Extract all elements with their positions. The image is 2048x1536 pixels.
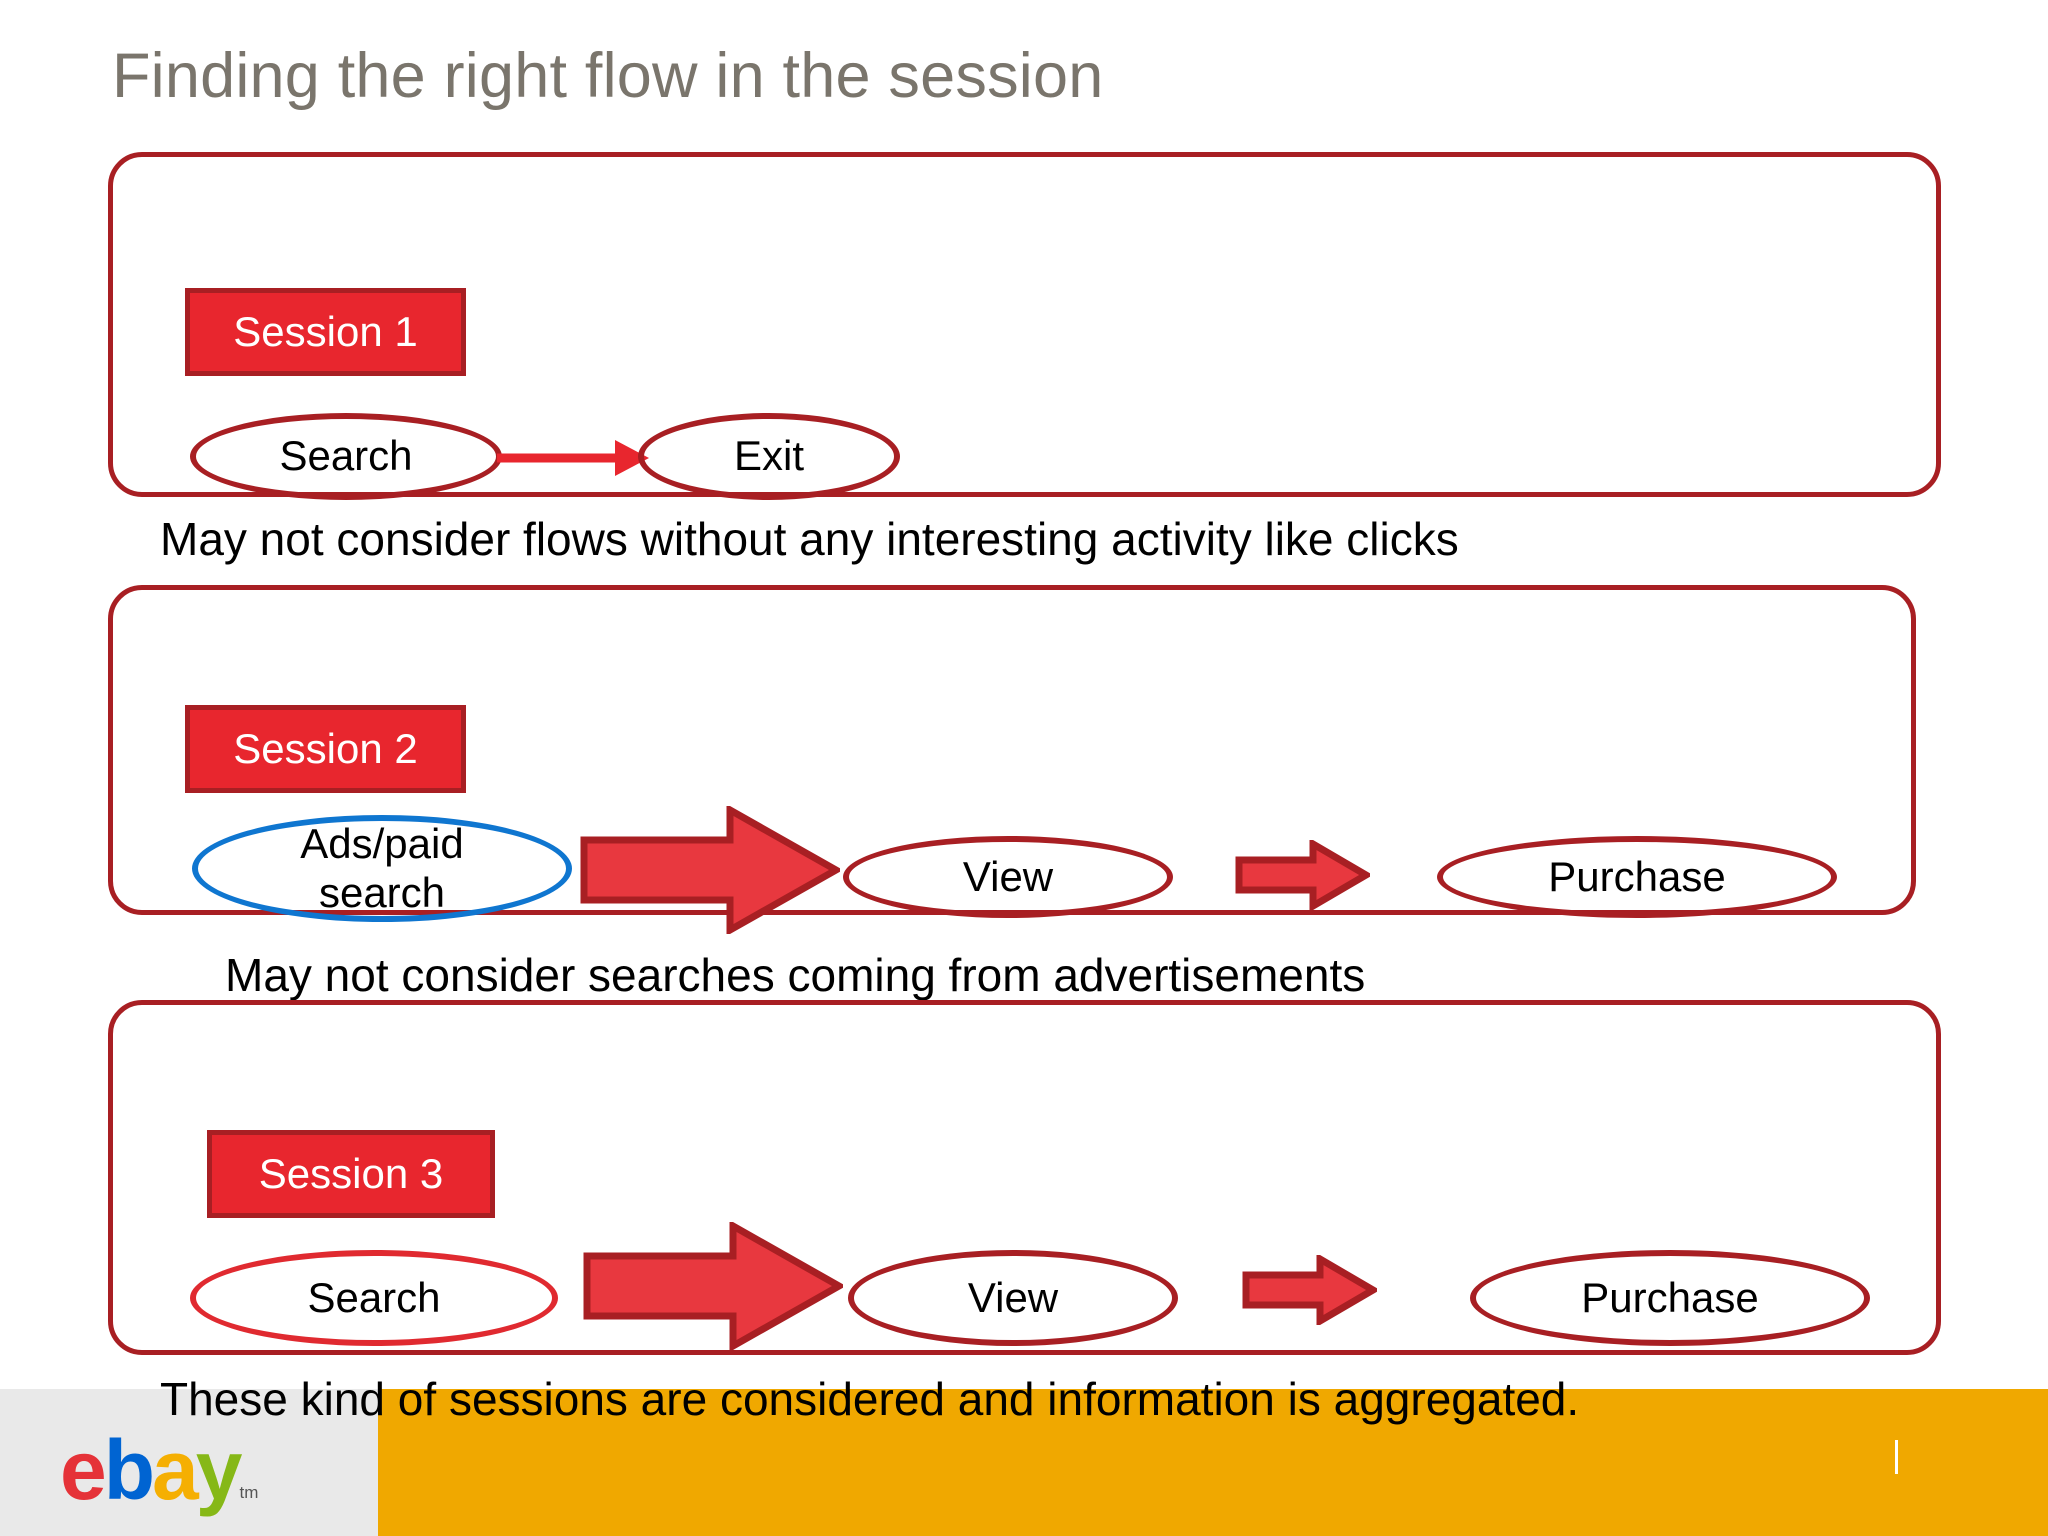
session-badge-3: Session 3 [207,1130,495,1218]
node-ads-paid-search-session2[interactable]: Ads/paid search [192,815,572,922]
node-label: View [962,852,1054,900]
node-label: Search [307,1273,441,1321]
node-label: Purchase [1581,1273,1759,1321]
node-label-line1: Ads/paid [300,820,464,868]
session-caption-2: May not consider searches coming from ad… [225,949,1366,1001]
session-box-1 [108,152,1941,497]
ebay-logo-letter-y: y [195,1423,243,1517]
node-purchase-session2[interactable]: Purchase [1437,836,1837,918]
node-purchase-session3[interactable]: Purchase [1470,1250,1870,1346]
large-block-arrow-icon [583,1222,843,1350]
footer-left-panel [0,1389,378,1536]
node-exit-session1[interactable]: Exit [638,413,900,500]
node-label: Purchase [1548,852,1726,900]
flow-arrow-icon [497,440,649,476]
session-caption-1: May not consider flows without any inter… [160,513,1459,565]
node-label-line2: search [318,868,446,916]
ebay-logo-letter-a: a [152,1423,199,1517]
ebay-logo-letter-e: e [60,1423,107,1517]
large-block-arrow-icon [580,806,840,934]
node-search-session1[interactable]: Search [190,413,502,500]
node-label: Exit [733,432,804,480]
ebay-logo-tm: tm [239,1483,259,1502]
small-block-arrow-icon [1235,840,1370,910]
node-view-session3[interactable]: View [848,1250,1178,1346]
session-box-3 [108,1000,1941,1355]
small-block-arrow-icon [1242,1255,1377,1325]
node-view-session2[interactable]: View [843,836,1173,918]
node-search-session3[interactable]: Search [190,1250,558,1346]
footer-gold-band [378,1389,2048,1536]
node-label: Search [279,432,413,480]
session-badge-2: Session 2 [185,705,466,793]
node-label: View [967,1273,1059,1321]
page-title: Finding the right flow in the session [112,41,1104,111]
ebay-logo-letter-b: b [103,1423,155,1517]
session-badge-1: Session 1 [185,288,466,376]
ebay-logo: ebaytm [60,1428,258,1512]
session-caption-3: These kind of sessions are considered an… [160,1373,1580,1425]
footer-slide-marker [1895,1440,1898,1474]
